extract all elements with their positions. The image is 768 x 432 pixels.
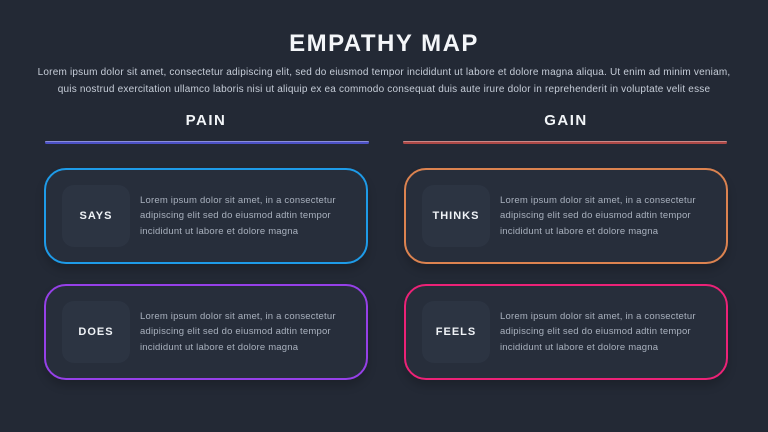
gain-underline: [403, 141, 727, 144]
card-says: SAYS Lorem ipsum dolor sit amet, in a co…: [44, 168, 368, 264]
thinks-badge: THINKS: [422, 185, 490, 247]
card-feels: FEELS Lorem ipsum dolor sit amet, in a c…: [404, 284, 728, 380]
says-text: Lorem ipsum dolor sit amet, in a consect…: [140, 194, 336, 237]
subtitle-line-2: quis nostrud exercitation ullamco labori…: [57, 84, 711, 95]
feels-text: Lorem ipsum dolor sit amet, in a consect…: [500, 310, 696, 353]
slide-subtitle: Lorem ipsum dolor sit amet, consectetur …: [34, 64, 734, 98]
page-title: EMPATHY MAP: [289, 30, 479, 57]
subtitle-line-1: Lorem ipsum dolor sit amet, consectetur …: [37, 67, 731, 78]
pain-underline: [45, 141, 369, 144]
card-does: DOES Lorem ipsum dolor sit amet, in a co…: [44, 284, 368, 380]
does-badge: DOES: [62, 301, 130, 363]
column-header-gain: GAIN: [544, 112, 588, 129]
thinks-text: Lorem ipsum dolor sit amet, in a consect…: [500, 194, 696, 237]
feels-badge: FEELS: [422, 301, 490, 363]
cards-grid: SAYS Lorem ipsum dolor sit amet, in a co…: [44, 168, 728, 380]
says-badge: SAYS: [62, 185, 130, 247]
card-thinks: THINKS Lorem ipsum dolor sit amet, in a …: [404, 168, 728, 264]
column-header-pain: PAIN: [185, 112, 227, 129]
does-text: Lorem ipsum dolor sit amet, in a consect…: [140, 310, 336, 353]
